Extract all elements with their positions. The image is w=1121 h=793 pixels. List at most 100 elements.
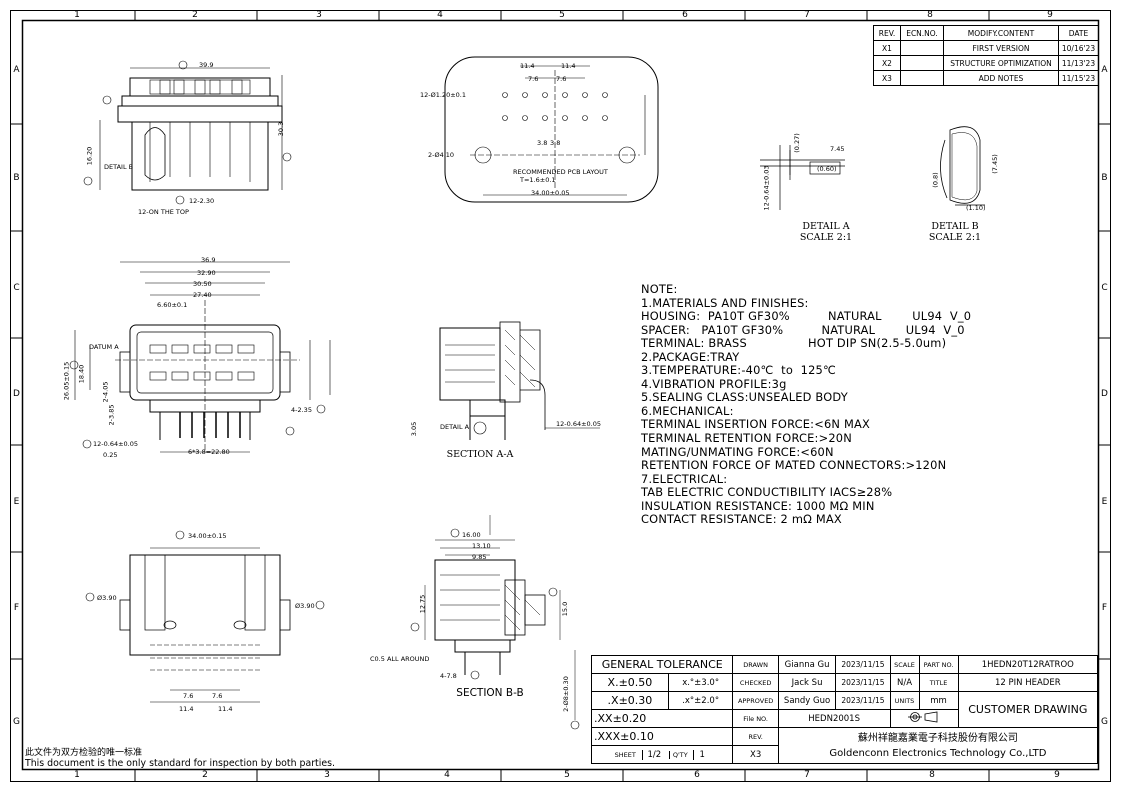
dim-bottom-11-4-a: 11.4 xyxy=(179,705,194,713)
bottom-view xyxy=(85,530,325,703)
dim-pcb-7-6-a: 7.6 xyxy=(528,75,539,83)
zone-col-1-top: 1 xyxy=(74,10,80,20)
zone-row-f-right: F xyxy=(1101,603,1108,613)
dim-front-2-3-85: 2-3.85 xyxy=(107,404,116,426)
tol-xxxx: .XXX±0.10 xyxy=(590,727,734,746)
outer-frame xyxy=(10,10,1111,782)
zone-row-a-right: A xyxy=(1101,65,1108,75)
dim-detail-b-1-10: (1.10) xyxy=(966,204,986,212)
zone-row-d-left: D xyxy=(13,389,20,399)
dim-front-6-60: 6.60±0.1 xyxy=(157,301,188,309)
dim-pcb-holes-2: 2-Ø4.10 xyxy=(428,151,455,159)
note-line: CONTACT RESISTANCE: 2 mΩ MAX xyxy=(641,512,842,527)
inner-frame xyxy=(21,19,1100,771)
dim-bottom-11-4-b: 11.4 xyxy=(218,705,233,713)
dim-front-pins: 12-0.64±0.05 xyxy=(93,440,139,448)
section-bb-caption: SECTION B-B xyxy=(456,687,524,699)
title-block: GENERAL TOLERANCE DRAWN Gianna Gu 2023/1… xyxy=(590,655,1099,764)
note-line: TERMINAL INSERTION FORCE:<6N MAX xyxy=(641,417,870,432)
rev-cell: X1 xyxy=(873,40,901,56)
projection-symbol-icon xyxy=(889,709,959,728)
rev-header: REV. xyxy=(873,25,901,41)
dim-section-detail-a: DETAIL A xyxy=(440,423,470,431)
tol-x-ang: x.°±3.0° xyxy=(667,673,734,692)
note-line: 2.PACKAGE:TRAY xyxy=(641,349,740,364)
note-line: 7.ELECTRICAL: xyxy=(641,471,728,486)
zone-col-5-bottom: 5 xyxy=(564,770,570,780)
zone-row-d-right: D xyxy=(1101,389,1108,399)
ecn-cell xyxy=(900,40,944,56)
general-tolerance: GENERAL TOLERANCE xyxy=(590,655,734,674)
note-line: 5.SEALING CLASS:UNSEALED BODY xyxy=(641,390,848,405)
dim-detail-b-0-8: (0.8) xyxy=(931,172,940,188)
checked-name: Jack Su xyxy=(777,673,837,692)
ecn-cell xyxy=(900,55,944,71)
zone-col-6-top: 6 xyxy=(682,10,688,20)
dim-front-27-40: 27.40 xyxy=(193,291,212,299)
scale-value: N/A xyxy=(889,673,920,692)
note-line: TAB ELECTRIC CONDUCTIBILITY IACS≥28% xyxy=(641,485,893,500)
note-line: MATING/UNMATING FORCE:<60N xyxy=(641,444,834,459)
rev-label: REV. xyxy=(732,727,779,746)
note-line: NOTE: xyxy=(641,282,678,296)
dim-pcb-holes-12: 12-Ø1.20±0.1 xyxy=(420,91,466,99)
part-no-label: PART NO. xyxy=(918,655,959,674)
note-line: SPACER: PA10T GF30% NATURAL UL94 V_0 xyxy=(641,322,965,337)
detail-a-scale: SCALE 2:1 xyxy=(799,232,853,243)
dim-bb-4-7-8: 4-7.8 xyxy=(440,672,457,680)
detail-b-caption: DETAIL B xyxy=(931,221,979,232)
dim-front-2-4-05: 2-4.05 xyxy=(101,381,110,403)
dim-detail-a-7-45: 7.45 xyxy=(830,145,845,153)
zone-row-g-right: G xyxy=(1101,717,1108,727)
zone-row-c-left: C xyxy=(13,283,20,293)
zone-col-2-top: 2 xyxy=(192,10,198,20)
tol-x: X.±0.50 xyxy=(591,673,669,692)
dim-pcb-11-4-b: 11.4 xyxy=(561,62,576,70)
customer-drawing: CUSTOMER DRAWING xyxy=(957,691,1099,728)
modify-cell: FIRST VERSION xyxy=(943,40,1059,56)
qty-value: 1 xyxy=(693,749,710,760)
dim-pcb-width: 34.00±0.05 xyxy=(531,189,570,197)
units-value: mm xyxy=(918,691,959,710)
ecn-header: ECN.NO. xyxy=(900,25,944,41)
approved-date: 2023/11/15 xyxy=(835,691,891,710)
note-line: 4.VIBRATION PROFILE:3g xyxy=(641,376,787,391)
detail-b-scale: SCALE 2:1 xyxy=(928,232,982,243)
checked-date: 2023/11/15 xyxy=(835,673,891,692)
part-no: 1HEDN20T12RATROO xyxy=(957,655,1099,674)
zone-row-g-left: G xyxy=(13,717,20,727)
dim-bottom-7-6-b: 7.6 xyxy=(212,692,223,700)
notes-block: NOTE:1.MATERIALS AND FINISHES:HOUSING: P… xyxy=(641,282,971,527)
note-line: TERMINAL RETENTION FORCE:>20N xyxy=(641,431,852,446)
approved-name: Sandy Guo xyxy=(777,691,837,710)
section-aa-view xyxy=(439,321,600,440)
zone-col-1-bottom: 1 xyxy=(74,770,80,780)
dim-bottom-34: 34.00±0.15 xyxy=(188,532,227,540)
dim-pcb-3-8-b: 3.8 xyxy=(550,139,561,147)
date-cell: 10/16'23 xyxy=(1058,40,1099,56)
ecn-cell xyxy=(900,70,944,86)
checked-label: CHECKED xyxy=(732,673,779,692)
revision-row: X3 ADD NOTES 11/15'23 xyxy=(873,70,1099,86)
zone-col-8-top: 8 xyxy=(927,10,933,20)
dim-detail-b-label: DETAIL B xyxy=(104,163,134,171)
revision-header-row: REV. ECN.NO. MODIFY.CONTENT DATE xyxy=(873,25,1099,41)
drawn-label: DRAWN xyxy=(732,655,779,674)
dim-detail-a-0-60: (0.60) xyxy=(817,165,837,173)
zone-col-3-top: 3 xyxy=(316,10,322,20)
modify-header: MODIFY.CONTENT xyxy=(943,25,1059,41)
zone-row-b-left: B xyxy=(13,173,20,183)
dim-bb-12-75: 12.75 xyxy=(418,594,427,614)
footer-english: This document is the only standard for i… xyxy=(25,758,335,769)
note-line: RETENTION FORCE OF MATED CONNECTORS:>120… xyxy=(641,458,947,473)
note-line: 6.MECHANICAL: xyxy=(641,403,734,418)
dim-front-4-2-35: 4-2.35 xyxy=(291,406,312,414)
zone-col-4-bottom: 4 xyxy=(444,770,450,780)
dim-bottom-3-90-l: Ø3.90 xyxy=(97,594,117,602)
detail-b-view xyxy=(940,126,985,206)
zone-col-2-bottom: 2 xyxy=(202,770,208,780)
pcb-layout-title: RECOMMENDED PCB LAYOUT xyxy=(513,168,608,176)
pcb-layout-view xyxy=(444,56,659,203)
company-en: Goldenconn Electronics Technology Co.,LT… xyxy=(829,747,1047,759)
